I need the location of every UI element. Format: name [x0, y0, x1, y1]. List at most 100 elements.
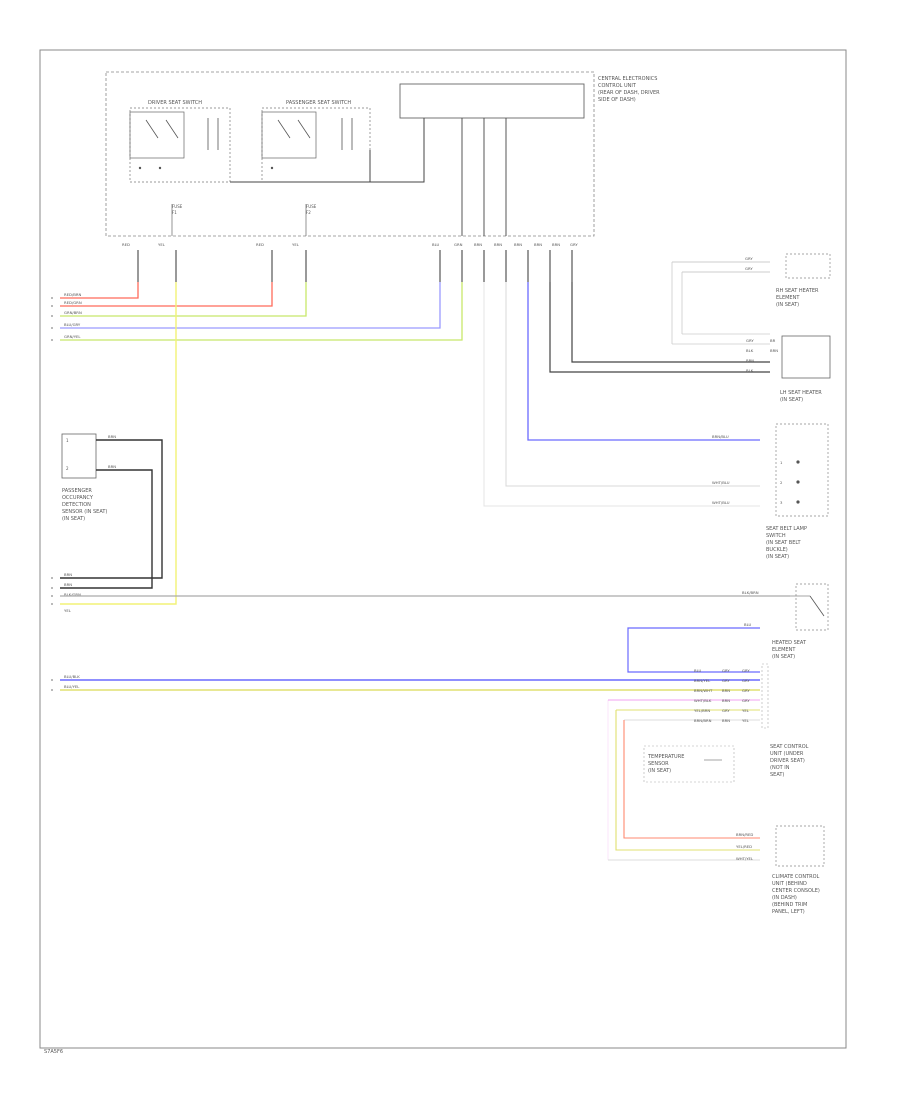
svg-text:WHT/BLK: WHT/BLK: [694, 698, 712, 703]
svg-text:PANEL, LEFT): PANEL, LEFT): [772, 909, 805, 915]
svg-text:BRN: BRN: [514, 242, 522, 247]
svg-text:RED/BRN: RED/BRN: [64, 292, 81, 297]
seat-belt-switch: BRN/BLU WHT/BLU WHT/BLU 1 2 3 SEAT BELT …: [483, 282, 829, 560]
svg-text:GRY: GRY: [722, 668, 730, 673]
svg-text:BRN: BRN: [108, 464, 116, 469]
svg-text:BRN/RED: BRN/RED: [736, 832, 753, 837]
svg-text:YEL/RED: YEL/RED: [736, 844, 752, 849]
svg-text:GRY: GRY: [742, 668, 750, 673]
fuse-2: FUSE F2: [305, 204, 317, 236]
svg-text:PASSENGER SEAT SWITCH: PASSENGER SEAT SWITCH: [286, 100, 351, 106]
svg-text:GRY: GRY: [570, 242, 578, 247]
svg-text:GRY: GRY: [742, 698, 750, 703]
svg-text:BUCKLE): BUCKLE): [766, 547, 788, 553]
svg-text:(IN SEAT): (IN SEAT): [766, 554, 789, 560]
wire-green-2: [60, 282, 463, 341]
heated-seat-switch: BLK/BRN BLU HEATED SEAT ELEMENT (IN SEAT…: [627, 583, 829, 673]
svg-text:CENTER CONSOLE): CENTER CONSOLE): [772, 888, 820, 894]
seat-control-module: BLU/BLK BLU/YEL BLU GRY GRY BRN/YEL GRY …: [60, 663, 809, 860]
svg-text:YEL: YEL: [292, 242, 300, 247]
fuse-1: FUSE F1: [171, 204, 183, 236]
svg-text:(IN SEAT): (IN SEAT): [648, 768, 671, 774]
svg-text:PASSENGER: PASSENGER: [62, 488, 92, 494]
svg-text:BLU: BLU: [744, 622, 752, 627]
svg-text:SENSOR (IN SEAT): SENSOR (IN SEAT): [62, 509, 107, 515]
svg-text:BRN: BRN: [722, 688, 730, 693]
left-edge-markers: [51, 297, 53, 691]
connector-stubs: [137, 250, 573, 282]
svg-text:DRIVER SEAT SWITCH: DRIVER SEAT SWITCH: [148, 100, 202, 106]
svg-text:GRY: GRY: [722, 678, 730, 683]
svg-text:BLU: BLU: [694, 668, 702, 673]
svg-text:(BEHIND TRIM: (BEHIND TRIM: [772, 902, 807, 908]
driver-seat-switch: DRIVER SEAT SWITCH: [129, 100, 231, 183]
svg-text:GRY: GRY: [746, 338, 754, 343]
svg-text:BRN/BRN: BRN/BRN: [694, 718, 712, 723]
svg-text:YEL: YEL: [742, 708, 750, 713]
svg-text:(IN SEAT BELT: (IN SEAT BELT: [766, 540, 801, 546]
svg-text:(REAR OF DASH, DRIVER: (REAR OF DASH, DRIVER: [598, 90, 660, 96]
svg-text:BRN: BRN: [494, 242, 502, 247]
svg-text:CONTROL UNIT: CONTROL UNIT: [598, 83, 637, 89]
svg-text:LH SEAT HEATER: LH SEAT HEATER: [780, 390, 822, 396]
svg-text:3: 3: [780, 500, 783, 505]
svg-text:(IN DASH): (IN DASH): [772, 895, 797, 901]
wire-red-2: [60, 282, 273, 307]
svg-text:GRY: GRY: [742, 688, 750, 693]
svg-text:OCCUPANCY: OCCUPANCY: [62, 495, 94, 501]
svg-text:SENSOR: SENSOR: [648, 761, 669, 767]
svg-text:BLU/GRY: BLU/GRY: [64, 322, 81, 327]
svg-text:BRN/BLU: BRN/BLU: [712, 434, 729, 439]
svg-text:ELEMENT: ELEMENT: [772, 647, 796, 653]
svg-text:BLU: BLU: [432, 242, 440, 247]
svg-text:BRN: BRN: [722, 718, 730, 723]
svg-text:SWITCH: SWITCH: [766, 533, 786, 539]
svg-text:RH SEAT HEATER: RH SEAT HEATER: [776, 288, 819, 294]
svg-text:YEL/BRN: YEL/BRN: [694, 708, 710, 713]
svg-text:BRN: BRN: [722, 698, 730, 703]
svg-text:RED: RED: [256, 242, 264, 247]
svg-text:(IN SEAT): (IN SEAT): [776, 302, 799, 308]
passenger-seat-switch: PASSENGER SEAT SWITCH: [261, 100, 371, 183]
svg-text:BRN: BRN: [474, 242, 482, 247]
svg-text:BRN: BRN: [108, 434, 116, 439]
svg-text:BLU/BLK: BLU/BLK: [64, 674, 80, 679]
svg-text:BRN/YEL: BRN/YEL: [694, 678, 711, 683]
svg-text:(IN SEAT): (IN SEAT): [772, 654, 795, 660]
svg-text:GRN: GRN: [454, 242, 463, 247]
wire-yellow-feed: [60, 282, 177, 605]
svg-text:SEAT BELT LAMP: SEAT BELT LAMP: [766, 526, 807, 532]
climate-control-module: BRN/RED YEL/RED WHT/YEL CLIMATE CONTROL …: [608, 825, 825, 915]
svg-text:1: 1: [66, 438, 69, 443]
svg-text:YEL: YEL: [742, 718, 750, 723]
svg-text:WHT/BLU: WHT/BLU: [712, 480, 730, 485]
svg-text:BLK: BLK: [746, 368, 754, 373]
svg-text:(IN SEAT): (IN SEAT): [780, 397, 803, 403]
diagram-frame: [39, 49, 847, 1049]
svg-text:(NOT IN: (NOT IN: [770, 765, 790, 771]
svg-text:ELEMENT: ELEMENT: [776, 295, 800, 301]
svg-text:F1: F1: [172, 210, 177, 215]
svg-text:2: 2: [66, 466, 69, 471]
svg-text:2: 2: [780, 480, 783, 485]
svg-text:UNIT (UNDER: UNIT (UNDER: [770, 751, 804, 757]
passenger-occupancy-sensor: 1 2 BRN BRN PASSENGER OCCUPANCY DETECTIO…: [60, 433, 163, 589]
svg-text:(IN SEAT): (IN SEAT): [62, 516, 85, 522]
svg-text:DETECTION: DETECTION: [62, 502, 91, 508]
svg-text:BLK: BLK: [746, 348, 754, 353]
svg-text:YEL: YEL: [158, 242, 166, 247]
svg-text:GRN/YEL: GRN/YEL: [64, 334, 81, 339]
svg-text:BR: BR: [770, 338, 776, 343]
svg-text:BRN: BRN: [746, 358, 754, 363]
svg-text:DRIVER SEAT): DRIVER SEAT): [770, 758, 805, 764]
svg-text:UNIT (BEHIND: UNIT (BEHIND: [772, 881, 807, 887]
temperature-sensor: TEMPERATURE SENSOR (IN SEAT): [643, 745, 735, 783]
svg-text:BLK/BRN: BLK/BRN: [742, 590, 759, 595]
svg-text:F2: F2: [306, 210, 311, 215]
wire-blue-1: [60, 282, 441, 329]
svg-text:SIDE OF DASH): SIDE OF DASH): [598, 97, 636, 103]
lh-seat-heater: GRY BR BLK BRN BRN BLK LH SEAT HEATER (I…: [549, 282, 831, 403]
central-electronics-module: CENTRAL ELECTRONICS CONTROL UNIT (REAR O…: [105, 71, 660, 237]
svg-text:BRN: BRN: [64, 572, 72, 577]
